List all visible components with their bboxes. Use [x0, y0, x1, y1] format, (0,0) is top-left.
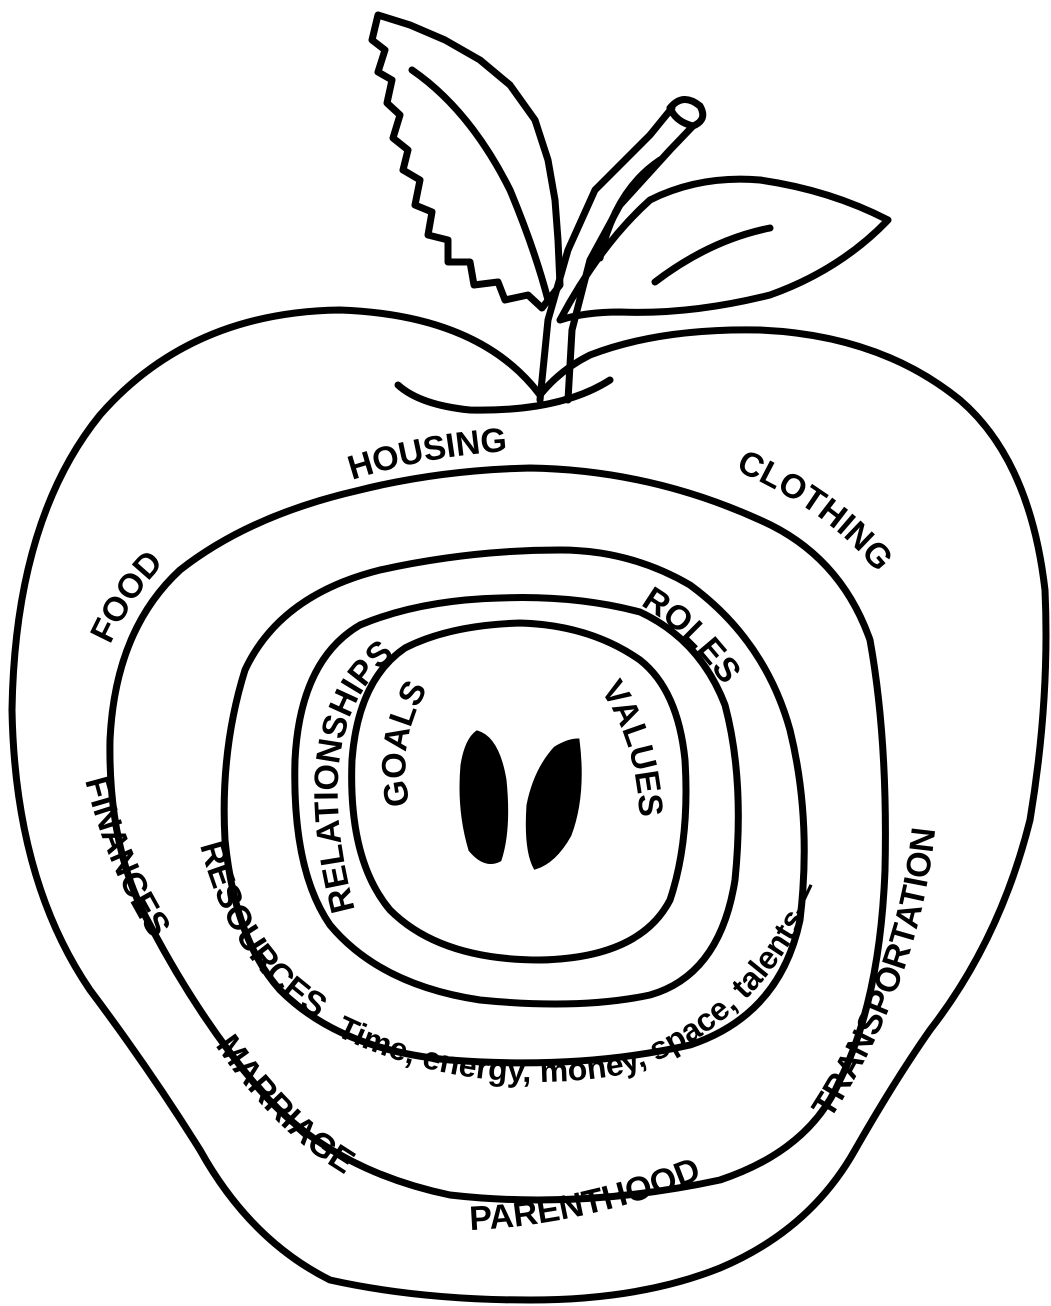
left-leaf — [372, 15, 560, 308]
left-seed — [461, 732, 507, 862]
stem-cap — [670, 99, 703, 126]
right-leaf — [560, 179, 888, 320]
right-seed — [527, 740, 580, 868]
apple-leaves — [372, 15, 888, 410]
label-values: VALUES — [593, 674, 669, 818]
label-marriage: MARRIAGE — [208, 1028, 361, 1182]
stem-dimple — [398, 380, 610, 410]
label-parenthood: PARENTHOOD — [468, 1150, 705, 1238]
label-finances: FINANCES — [77, 773, 178, 944]
label-transportation: TRANSPORTATION — [805, 825, 944, 1124]
label-goals: GOALS — [375, 675, 434, 810]
right-leaf-vein — [655, 228, 770, 282]
